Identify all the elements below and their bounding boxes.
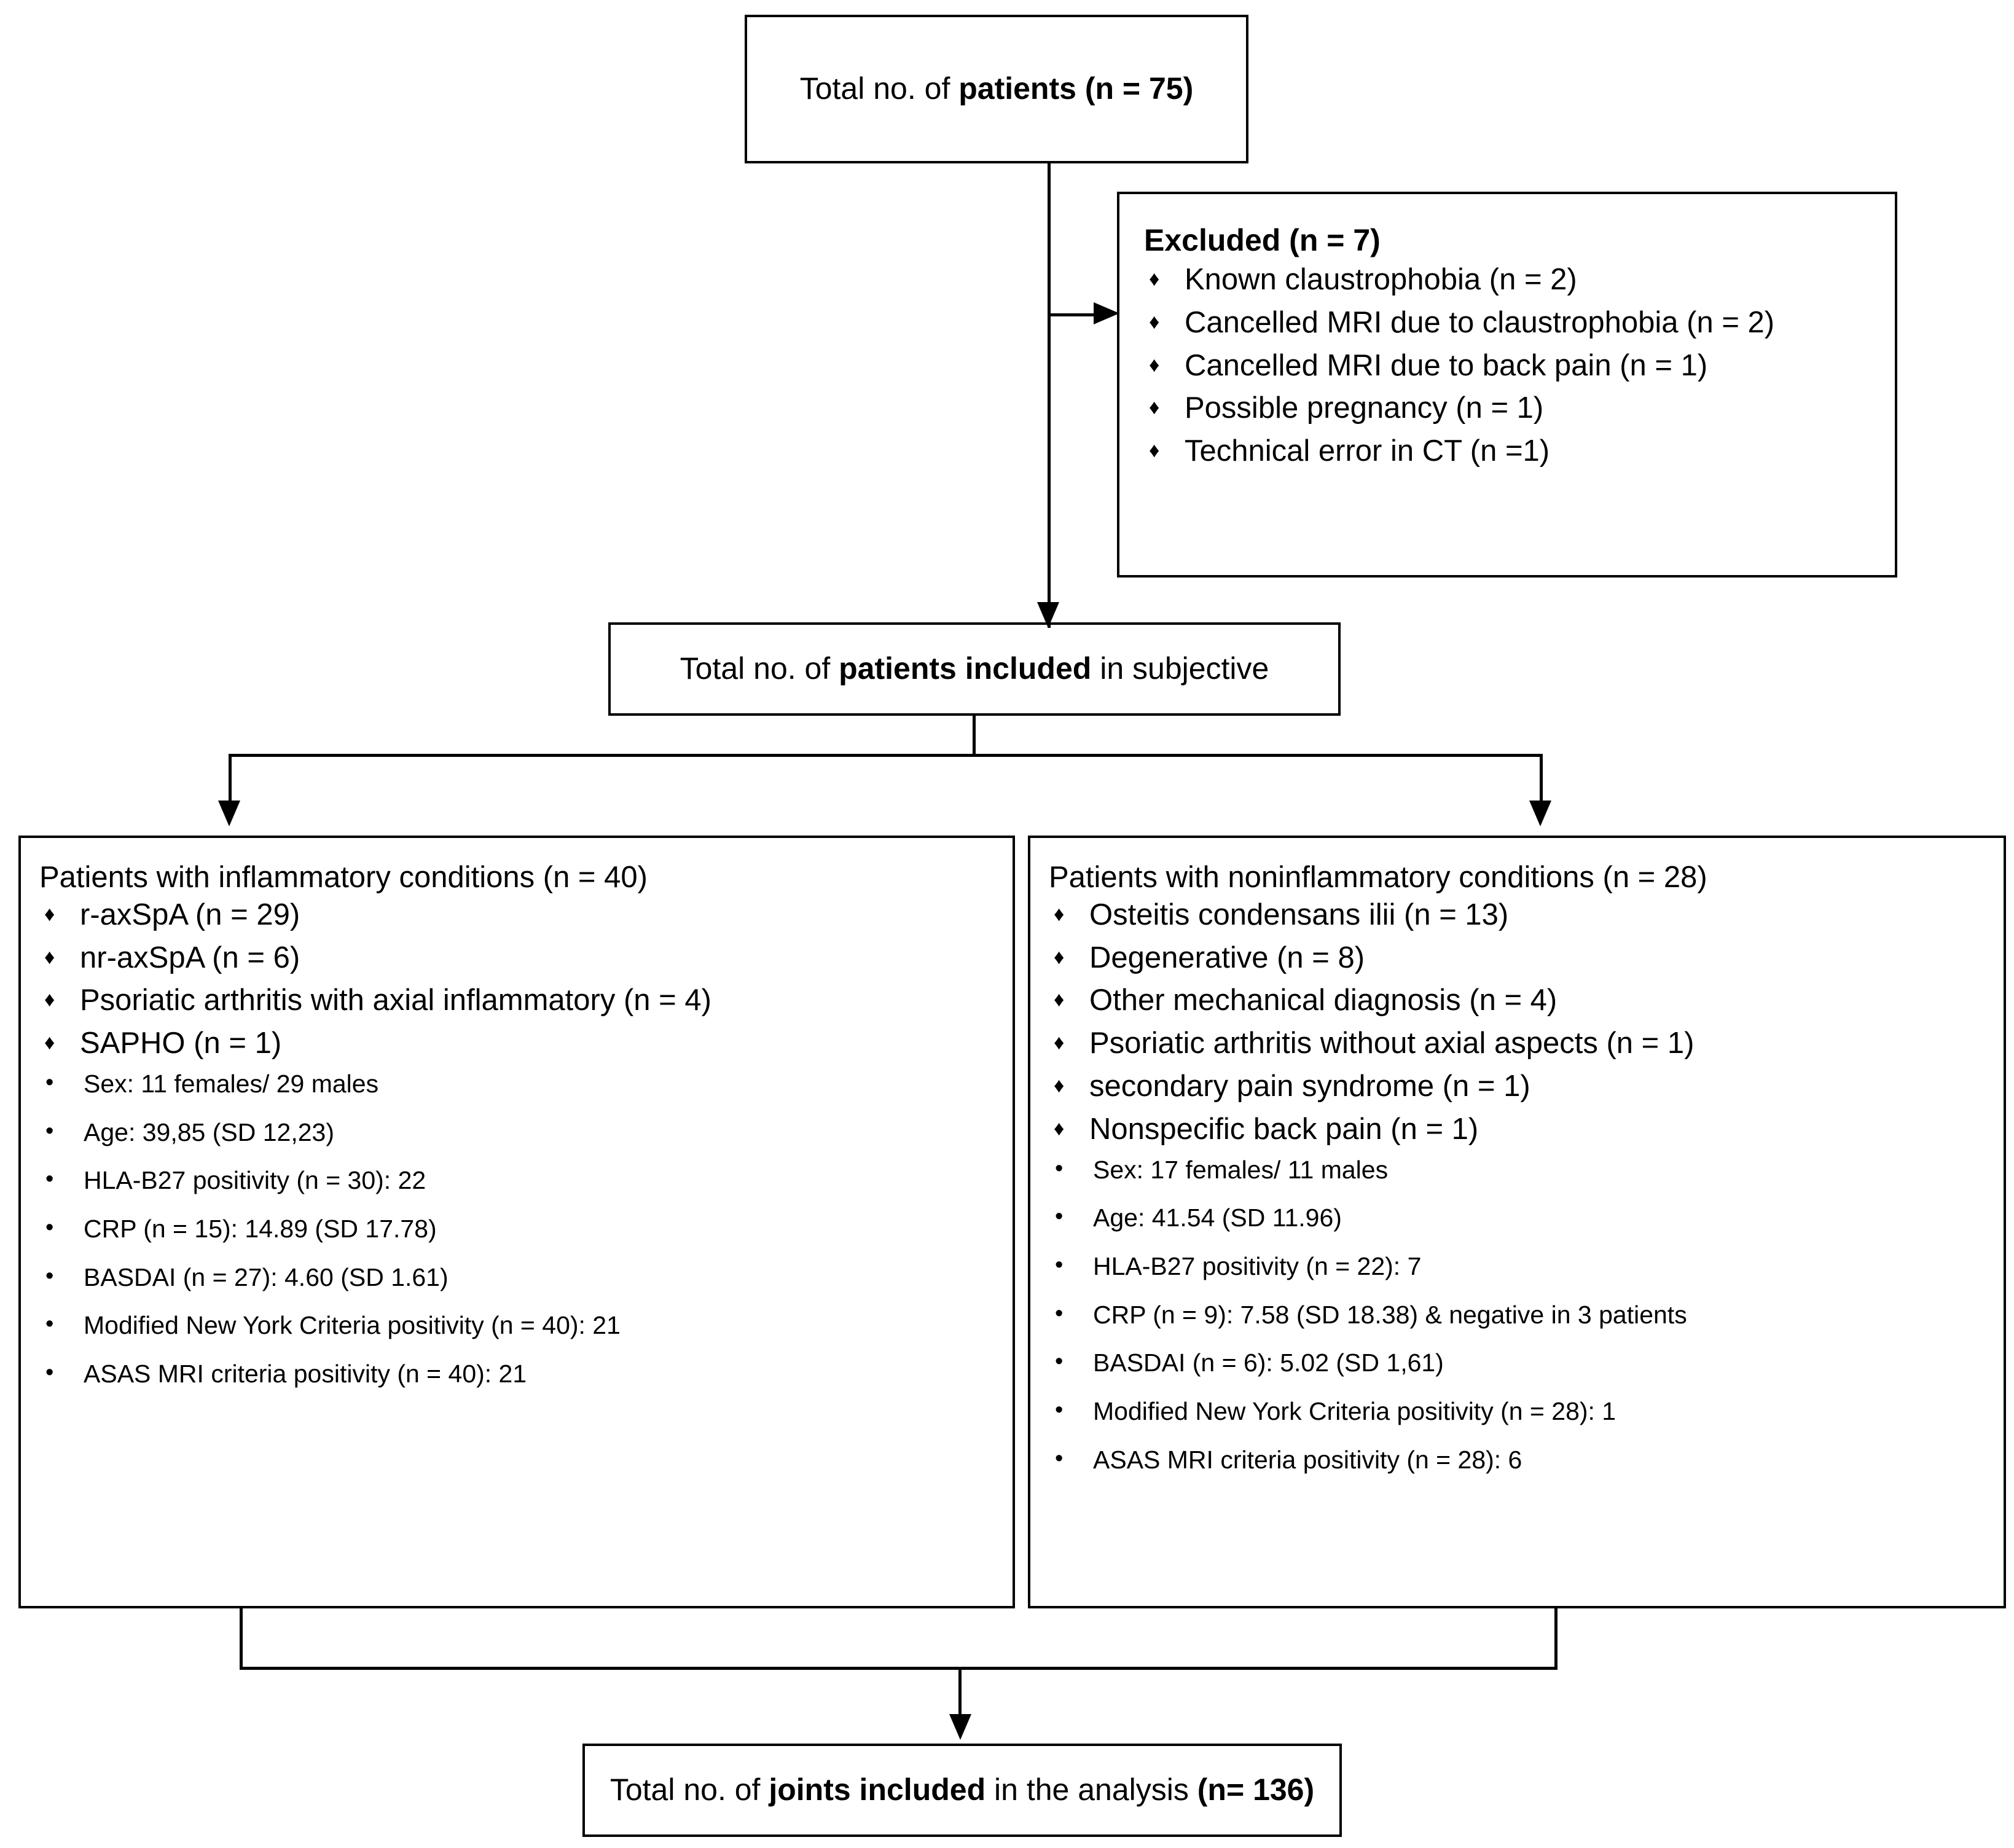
- list-item: HLA-B27 positivity (n = 22): 7: [1049, 1251, 1847, 1283]
- joints-included-box: Total no. of joints included in the anal…: [582, 1744, 1342, 1837]
- list-item: Age: 39,85 (SD 12,23): [39, 1117, 875, 1149]
- list-item: nr-axSpA (n = 6): [39, 940, 1013, 976]
- excluded-box: Excluded (n = 7) Known claustrophobia (n…: [1117, 192, 1897, 578]
- excluded-list: Known claustrophobia (n = 2) Cancelled M…: [1144, 262, 1895, 469]
- joints-included-label: Total no. of joints included in the anal…: [610, 1772, 1314, 1808]
- patients-included-suffix: in subjective: [1091, 651, 1269, 686]
- inflammatory-title: Patients with inflammatory conditions (n…: [39, 861, 648, 894]
- arrow-right-icon: [1094, 302, 1119, 324]
- noninflammatory-conditions-list: Osteitis condensans ilii (n = 13) Degene…: [1049, 897, 2004, 1148]
- list-item: r-axSpA (n = 29): [39, 897, 1013, 933]
- list-item: BASDAI (n = 27): 4.60 (SD 1.61): [39, 1262, 875, 1294]
- list-item: Sex: 17 females/ 11 males: [1049, 1154, 1847, 1186]
- inflammatory-conditions-list: r-axSpA (n = 29) nr-axSpA (n = 6) Psoria…: [39, 897, 1013, 1062]
- connector-to-excluded: [1048, 313, 1095, 316]
- connector-total-to-included: [1048, 163, 1051, 628]
- joints-count-bold: (n= 136): [1197, 1772, 1315, 1807]
- list-item: Technical error in CT (n =1): [1144, 433, 1895, 469]
- joints-included-prefix: Total no. of: [609, 1772, 769, 1807]
- list-item: Nonspecific back pain (n = 1): [1049, 1111, 2004, 1148]
- list-item: Cancelled MRI due to claustrophobia (n =…: [1144, 305, 1895, 341]
- connector-merge-stem: [958, 1667, 962, 1719]
- arrow-down-icon: [218, 801, 240, 826]
- list-item: Modified New York Criteria positivity (n…: [39, 1310, 875, 1342]
- list-item: ASAS MRI criteria positivity (n = 28): 6: [1049, 1444, 1847, 1476]
- list-item: Modified New York Criteria positivity (n…: [1049, 1396, 1847, 1428]
- excluded-header: Excluded (n = 7): [1144, 223, 1381, 257]
- joints-included-middle: in the analysis: [985, 1772, 1197, 1807]
- list-item: Known claustrophobia (n = 2): [1144, 262, 1895, 298]
- inflammatory-stats-list: Sex: 11 females/ 29 males Age: 39,85 (SD…: [39, 1068, 875, 1390]
- total-patients-bold: patients (n = 75): [958, 71, 1194, 106]
- list-item: Psoriatic arthritis with axial inflammat…: [39, 982, 1013, 1019]
- arrow-down-icon: [1529, 801, 1551, 826]
- list-item: BASDAI (n = 6): 5.02 (SD 1,61): [1049, 1347, 1847, 1379]
- noninflammatory-title: Patients with noninflammatory conditions…: [1049, 861, 1707, 894]
- list-item: CRP (n = 9): 7.58 (SD 18.38) & negative …: [1049, 1299, 1847, 1331]
- connector-split-left: [229, 754, 232, 808]
- list-item: HLA-B27 positivity (n = 30): 22: [39, 1165, 875, 1197]
- list-item: Osteitis condensans ilii (n = 13): [1049, 897, 2004, 933]
- connector-merge-right: [1554, 1608, 1558, 1670]
- list-item: Sex: 11 females/ 29 males: [39, 1068, 875, 1100]
- patients-included-prefix: Total no. of: [680, 651, 839, 686]
- list-item: Degenerative (n = 8): [1049, 940, 2004, 976]
- connector-merge-left: [240, 1608, 243, 1670]
- noninflammatory-conditions-box: Patients with noninflammatory conditions…: [1028, 836, 2006, 1608]
- list-item: secondary pain syndrome (n = 1): [1049, 1068, 2004, 1105]
- list-item: Age: 41.54 (SD 11.96): [1049, 1202, 1847, 1234]
- inflammatory-conditions-box: Patients with inflammatory conditions (n…: [18, 836, 1015, 1608]
- connector-included-stem: [973, 716, 976, 754]
- total-patients-box: Total no. of patients (n = 75): [745, 15, 1248, 163]
- joints-included-bold: joints included: [769, 1772, 986, 1807]
- list-item: SAPHO (n = 1): [39, 1025, 1013, 1062]
- noninflammatory-stats-list: Sex: 17 females/ 11 males Age: 41.54 (SD…: [1049, 1154, 1847, 1476]
- patients-included-label: Total no. of patients included in subjec…: [680, 651, 1269, 687]
- connector-split-bar: [229, 754, 1543, 757]
- patients-included-bold: patients included: [839, 651, 1092, 686]
- list-item: Other mechanical diagnosis (n = 4): [1049, 982, 2004, 1019]
- list-item: Psoriatic arthritis without axial aspect…: [1049, 1025, 2004, 1062]
- connector-merge-bar: [240, 1667, 1558, 1670]
- total-patients-label: Total no. of patients (n = 75): [800, 71, 1194, 107]
- list-item: ASAS MRI criteria positivity (n = 40): 2…: [39, 1358, 875, 1390]
- total-patients-prefix: Total no. of: [799, 71, 959, 106]
- arrow-down-icon: [949, 1714, 971, 1740]
- connector-split-right: [1540, 754, 1543, 808]
- list-item: CRP (n = 15): 14.89 (SD 17.78): [39, 1213, 875, 1245]
- list-item: Cancelled MRI due to back pain (n = 1): [1144, 348, 1895, 384]
- list-item: Possible pregnancy (n = 1): [1144, 390, 1895, 426]
- patients-included-box: Total no. of patients included in subjec…: [608, 622, 1341, 716]
- arrow-down-icon: [1037, 602, 1059, 628]
